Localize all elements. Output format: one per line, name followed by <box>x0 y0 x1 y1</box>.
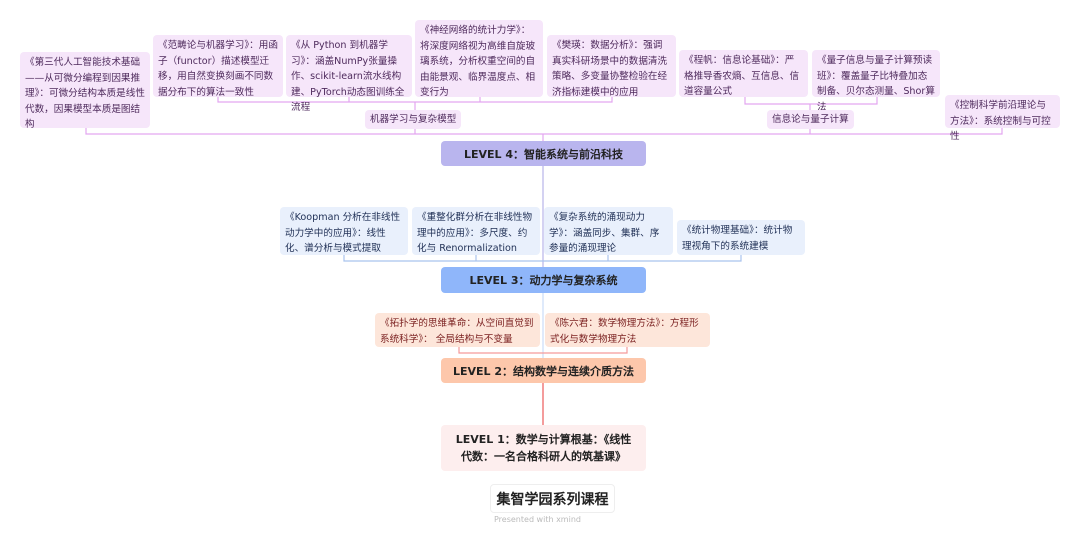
course-node[interactable]: 《程帆：信息论基础》：严格推导香农熵、互信息、信道容量公式 <box>679 50 808 97</box>
root-title[interactable]: 集智学园系列课程 <box>490 484 615 513</box>
course-node[interactable]: 《重整化群分析在非线性物理中的应用》：多尺度、约化与 Renormalizati… <box>412 207 540 255</box>
level-3-node[interactable]: LEVEL 3：动力学与复杂系统 <box>441 267 646 293</box>
group-ml[interactable]: 机器学习与复杂模型 <box>365 110 462 129</box>
course-node[interactable]: 《第三代人工智能技术基础——从可微分编程到因果推理》：可微分结构本质是线性代数，… <box>20 52 150 130</box>
course-node[interactable]: 《复杂系统的涌现动力学》：涵盖同步、集群、序参量的涌现理论 <box>544 207 673 255</box>
level-4-node[interactable]: LEVEL 4：智能系统与前沿科技 <box>441 141 646 166</box>
course-node[interactable]: 《范畴论与机器学习》：用函子（functor）描述模型迁移，用自然变换刻画不同数… <box>153 35 283 98</box>
course-node[interactable]: 《拓扑学的思维革命：从空间直觉到系统科学》： 全局结构与不变量 <box>375 313 540 347</box>
level-2-node[interactable]: LEVEL 2：结构数学与连续介质方法 <box>441 358 646 383</box>
level-1-node[interactable]: LEVEL 1：数学与计算根基：《线性代数：一名合格科研人的筑基课》 <box>441 425 646 471</box>
course-node[interactable]: 《从 Python 到机器学习》：涵盖NumPy张量操作、scikit-lear… <box>286 35 412 113</box>
xmind-watermark: Presented with xmind <box>494 515 581 524</box>
course-node[interactable]: 《统计物理基础》：统计物理视角下的系统建模 <box>677 220 805 255</box>
course-node[interactable]: 《控制科学前沿理论与方法》：系统控制与可控性 <box>945 95 1060 142</box>
course-node[interactable]: 《樊瑛：数据分析》：强调真实科研场景中的数据清洗策略、多变量协整检验在经济指标建… <box>547 35 676 98</box>
course-node[interactable]: 《Koopman 分析在非线性动力学中的应用》：线性化、谱分析与模式提取 <box>280 207 408 255</box>
course-node[interactable]: 《量子信息与量子计算预读班》：覆盖量子比特叠加态制备、贝尔态测量、Shor算法 <box>812 50 940 113</box>
course-node[interactable]: 《神经网络的统计力学》：将深度网络视为高维自旋玻璃系统，分析权重空间的自由能景观… <box>415 20 543 98</box>
course-node[interactable]: 《陈六君：数学物理方法》：方程形式化与数学物理方法 <box>545 313 710 347</box>
group-info-quantum[interactable]: 信息论与量子计算 <box>767 110 854 129</box>
